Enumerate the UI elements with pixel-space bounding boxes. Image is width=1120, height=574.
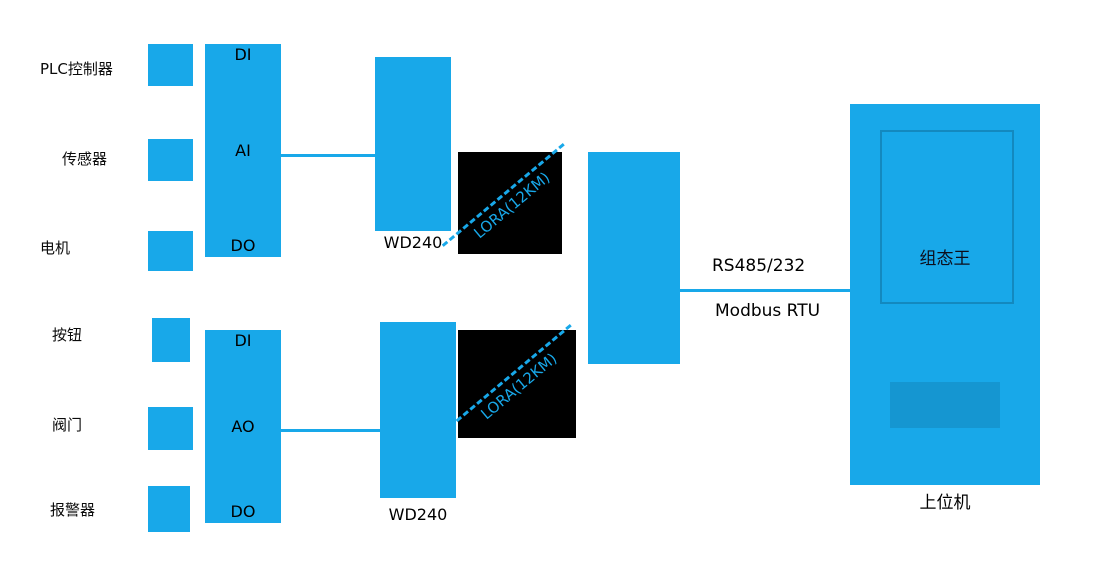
lora-link-block-2: LORA(12KM) — [448, 324, 576, 438]
device-label-plc: PLC控制器 — [40, 60, 113, 78]
link-module2-wd240 — [281, 429, 380, 432]
io-module-1-port-ai: AI — [235, 140, 251, 160]
io-module-2-port-ao: AO — [231, 416, 255, 436]
lora-link-1-label: LORA(12KM) — [470, 168, 554, 243]
lora-link-2: LORA(12KM) — [448, 324, 585, 444]
io-module-2-port-do: DO — [230, 502, 256, 521]
device-node-valve — [148, 407, 193, 450]
wd240-module-1 — [375, 57, 451, 231]
io-module-2-port-di: DI — [234, 331, 252, 350]
device-node-alarm — [148, 486, 190, 532]
lora-link-1: LORA(12KM) — [441, 143, 578, 263]
lora-dashed-line-1 — [441, 143, 565, 247]
keyboard-icon — [890, 382, 1000, 428]
device-node-motor — [148, 231, 193, 271]
io-module-1-port-do: DO — [230, 236, 256, 255]
lora-link-2-label: LORA(12KM) — [477, 349, 561, 424]
device-label-sensor: 传感器 — [62, 150, 108, 168]
monitor-icon — [880, 130, 1014, 304]
device-label-valve: 阀门 — [52, 416, 83, 434]
bus-label-rs485: RS485/232 — [712, 256, 806, 276]
gateway-module — [588, 152, 680, 364]
device-node-plc — [148, 44, 193, 86]
device-node-button — [152, 318, 190, 362]
wd240-module-2-caption: WD240 — [388, 505, 448, 524]
bus-label-modbus: Modbus RTU — [715, 301, 821, 321]
device-label-alarm: 报警器 — [50, 501, 96, 519]
io-module-2: DI AO DO — [205, 330, 281, 523]
lora-dashed-line-2 — [448, 324, 572, 428]
device-node-sensor — [148, 139, 193, 181]
wd240-module-1-caption: WD240 — [383, 233, 443, 252]
device-label-motor: 电机 — [40, 239, 71, 257]
io-module-1: DI AI DO — [205, 44, 281, 257]
device-label-button: 按钮 — [52, 326, 83, 344]
host-caption: 上位机 — [919, 493, 971, 513]
link-module1-wd240 — [281, 154, 375, 157]
host-computer: 组态王 — [850, 104, 1040, 485]
wd240-module-2 — [380, 322, 456, 498]
io-module-1-port-di: DI — [234, 45, 252, 64]
lora-link-block-1: LORA(12KM) — [441, 143, 565, 254]
host-software-label: 组态王 — [919, 249, 971, 269]
link-gateway-host — [680, 289, 850, 292]
